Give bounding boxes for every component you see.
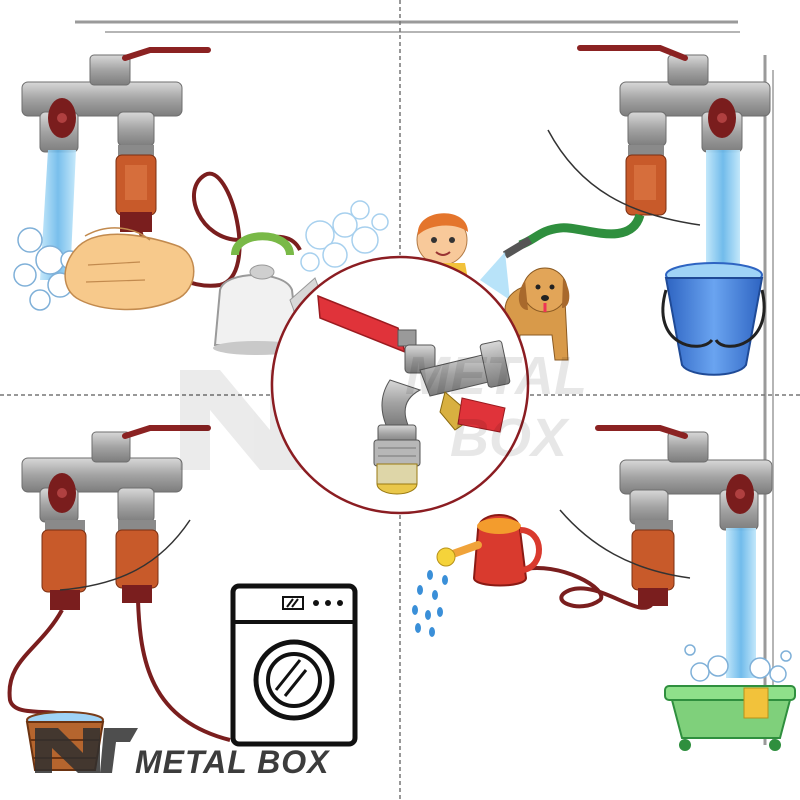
- watermark-line-2: BOX: [450, 408, 568, 468]
- faucet-icon: [595, 425, 773, 531]
- brand-watermark: METAL BOX: [405, 345, 635, 485]
- bucket-icon: [661, 262, 766, 376]
- hose: [519, 566, 654, 610]
- hose-connector-icon: [625, 145, 667, 216]
- washing-machine-icon: [230, 583, 358, 747]
- scene-bucket-filling: [416, 45, 771, 376]
- product-showcase: [180, 255, 530, 515]
- faucet-icon: [21, 47, 211, 153]
- scene-garden-watering: [412, 425, 796, 751]
- hands-washing-icon: [64, 227, 195, 311]
- water-drops: [412, 570, 448, 637]
- watering-can-icon: [436, 514, 542, 587]
- faucet-icon: [21, 425, 211, 523]
- faucet-icon: [577, 45, 771, 153]
- steam-bubbles: [300, 200, 389, 272]
- brand-name: METAL BOX: [135, 744, 330, 780]
- hose-connector-icon: [631, 520, 675, 606]
- water-spray: [480, 252, 510, 300]
- faucet-product-icon: [317, 294, 511, 495]
- watermark-line-1: METAL: [405, 346, 587, 406]
- water-stream: [726, 528, 756, 678]
- hose-connector-icon: [41, 520, 159, 610]
- brand-logo-icon: [35, 728, 138, 773]
- garden-hose: [518, 213, 645, 250]
- dog-icon: [504, 267, 570, 361]
- hose-connector-icon: [115, 145, 157, 232]
- scene-hand-washing: [13, 47, 389, 355]
- bathtub-icon: [664, 644, 796, 751]
